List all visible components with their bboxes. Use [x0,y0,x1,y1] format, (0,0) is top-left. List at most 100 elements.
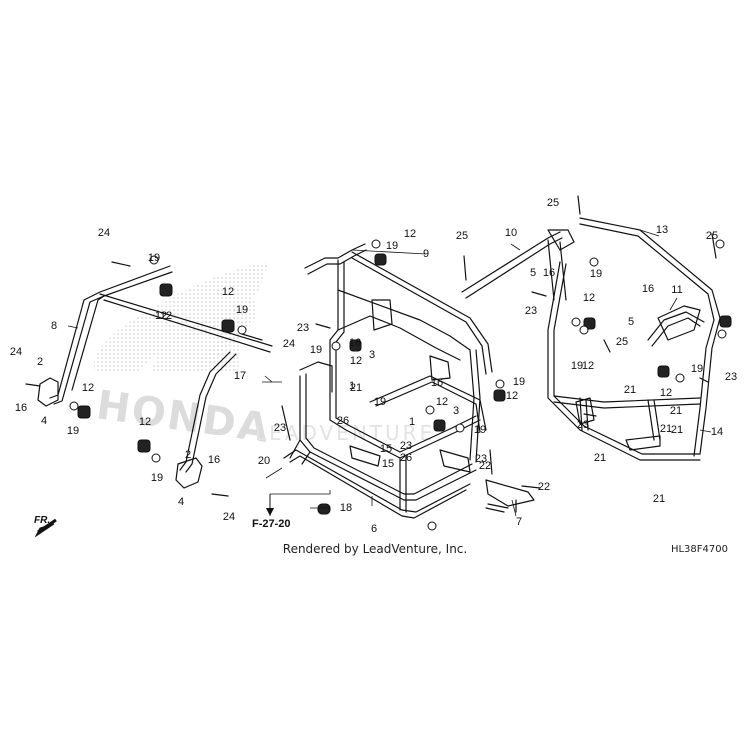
callout-3[interactable]: 3 [368,349,376,361]
callout-19[interactable]: 19 [235,304,249,316]
callout-12[interactable]: 12 [81,382,95,394]
callout-16[interactable]: 16 [542,267,556,279]
callout-12[interactable]: 12 [349,355,363,367]
callout-12[interactable]: 12 [154,310,168,322]
callout-2[interactable]: 2 [36,356,44,368]
callout-11[interactable]: 11 [671,284,683,296]
callout-24[interactable]: 24 [282,338,296,350]
callout-22[interactable]: 22 [478,460,492,472]
callout-16[interactable]: 16 [207,454,221,466]
watermark-honda: HONDA [94,382,274,452]
callout-23[interactable]: 23 [399,440,413,452]
callout-21[interactable]: 21 [652,493,666,505]
callout-16[interactable]: 16 [641,283,655,295]
callout-23[interactable]: 23 [474,453,488,465]
callout-15[interactable]: 15 [379,443,393,455]
callout-19[interactable]: 19 [150,472,164,484]
callout-12[interactable]: 12 [403,228,417,240]
callout-16[interactable]: 16 [14,402,28,414]
watermark-leadventure: LEADVENTURE [255,421,435,445]
callout-24[interactable]: 24 [222,511,236,523]
upper-front-bar [461,229,575,301]
leader-lines [67,229,712,517]
callout-19[interactable]: 19 [385,240,399,252]
callout-12[interactable]: 12 [505,390,519,402]
washers [69,239,727,531]
callout-12[interactable]: 12 [159,310,173,322]
callout-9[interactable]: 9 [422,248,430,260]
callout-19[interactable]: 19 [373,396,387,408]
callout-12[interactable]: 12 [138,416,152,428]
left-front-roll-bar [37,265,273,489]
callout-12[interactable]: 12 [659,387,673,399]
callout-19[interactable]: 19 [589,268,603,280]
callout-23[interactable]: 23 [273,422,287,434]
callout-22[interactable]: 22 [537,481,551,493]
callout-23[interactable]: 23 [296,322,310,334]
callout-25[interactable]: 25 [455,230,469,242]
callout-12[interactable]: 12 [581,360,595,372]
callout-12[interactable]: 12 [435,396,449,408]
callout-21[interactable]: 21 [623,384,637,396]
callout-13[interactable]: 13 [655,224,669,236]
callout-19[interactable]: 19 [66,425,80,437]
callout-1[interactable]: 1 [408,416,416,428]
callout-18[interactable]: 18 [339,502,353,514]
callout-14[interactable]: 14 [710,426,724,438]
callout-16[interactable]: 16 [430,377,444,389]
callout-19[interactable]: 19 [690,363,704,375]
front-direction-arrow [34,518,57,538]
callout-21[interactable]: 21 [593,452,607,464]
reference-arrowhead [266,508,274,516]
callout-25[interactable]: 25 [615,336,629,348]
rear-bracket [657,305,701,341]
callout-5[interactable]: 5 [627,316,635,328]
callout-19[interactable]: 19 [147,252,161,264]
callout-3[interactable]: 3 [452,405,460,417]
callout-8[interactable]: 8 [50,320,58,332]
callout-24[interactable]: 24 [97,227,111,239]
callout-16[interactable]: 16 [348,337,362,349]
center-frame [283,243,493,519]
callout-25[interactable]: 25 [546,197,560,209]
callout-5[interactable]: 5 [529,267,537,279]
callout-23[interactable]: 23 [524,305,538,317]
callout-21[interactable]: 21 [349,382,363,394]
callout-26[interactable]: 26 [399,452,413,464]
front-direction-label: FR. [34,515,51,526]
callout-15[interactable]: 15 [381,458,395,470]
callout-6[interactable]: 6 [370,523,378,535]
callout-4[interactable]: 4 [177,496,185,508]
callout-23[interactable]: 23 [576,419,590,431]
bolts [25,195,717,513]
callout-21[interactable]: 21 [670,424,684,436]
reference-label[interactable]: F-27-20 [252,518,291,530]
side-bracket [485,479,535,513]
callout-7[interactable]: 7 [515,516,523,528]
callout-23[interactable]: 23 [724,371,738,383]
callout-17[interactable]: 17 [233,370,247,382]
callout-20[interactable]: 20 [257,455,271,467]
bushings [77,253,732,515]
callout-19[interactable]: 19 [512,376,526,388]
callout-4[interactable]: 4 [40,415,48,427]
callout-19[interactable]: 19 [473,424,487,436]
callout-19[interactable]: 19 [309,344,323,356]
callout-25[interactable]: 25 [705,230,719,242]
callout-24[interactable]: 24 [9,346,23,358]
rear-roll-bar [547,217,721,461]
diagram-caption: Rendered by LeadVenture, Inc. [282,542,468,556]
callout-1[interactable]: 1 [348,380,356,392]
callout-10[interactable]: 10 [504,227,518,239]
callout-12[interactable]: 12 [221,286,235,298]
callout-21[interactable]: 21 [669,405,683,417]
diagram-code: HL38F4700 [670,544,728,555]
honda-wing-watermark [93,262,268,372]
callout-12[interactable]: 12 [582,292,596,304]
callout-19[interactable]: 19 [570,360,584,372]
callout-21[interactable]: 21 [659,423,673,435]
callout-26[interactable]: 26 [336,415,350,427]
callout-2[interactable]: 2 [184,449,192,461]
